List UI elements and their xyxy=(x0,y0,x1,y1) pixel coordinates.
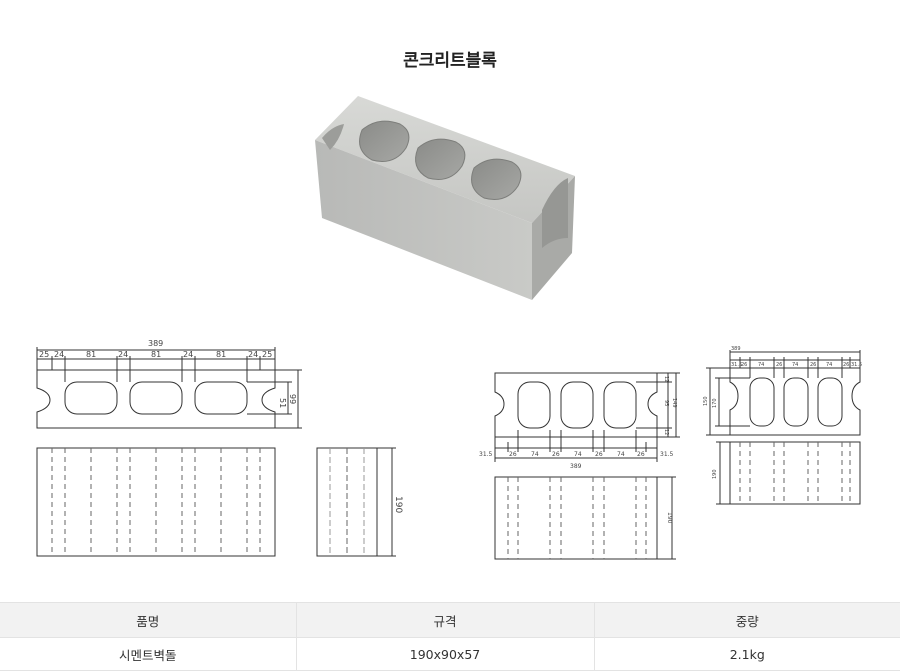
right-small-left-a: 150 xyxy=(703,396,709,406)
right-small-seg-8: 26 xyxy=(843,362,849,368)
right-plan-view xyxy=(706,350,861,436)
middle-plan-view xyxy=(494,372,680,462)
mid-front-height: 190 xyxy=(666,512,673,524)
mid-seg-4: 26 xyxy=(552,451,560,458)
mid-overall: 389 xyxy=(570,463,582,470)
left-seg-5: 81 xyxy=(151,350,161,359)
left-height-dim: 190 xyxy=(393,496,403,513)
mid-seg-9: 31.5 xyxy=(660,451,674,458)
block-left-notch xyxy=(322,124,344,150)
right-small-front-height: 190 xyxy=(712,469,718,479)
mid-right-b: 95 xyxy=(663,400,669,406)
left-seg-4: 24 xyxy=(118,350,128,359)
mid-right-c: 149 xyxy=(671,398,677,408)
spec-table: 품명 규격 중량 시멘트벽돌 190x90x57 2.1kg xyxy=(0,602,900,671)
right-small-overall: 389 xyxy=(731,346,741,352)
mid-right-a: 12 xyxy=(663,376,669,382)
right-small-seg-1: 31.5 xyxy=(731,362,742,368)
block-front-face xyxy=(315,140,532,300)
right-small-seg-4: 26 xyxy=(776,362,782,368)
header-spec: 규격 xyxy=(296,602,595,638)
technical-drawings: 389 25 24 81 24 81 24 81 24 25 51 99 190… xyxy=(36,339,862,560)
right-small-seg-6: 26 xyxy=(810,362,816,368)
mid-seg-6: 26 xyxy=(595,451,603,458)
right-small-seg-9: 31.5 xyxy=(851,362,862,368)
block-end-notch xyxy=(542,178,568,248)
left-front-view xyxy=(36,447,276,557)
table-header-row: 품명 규격 중량 xyxy=(0,602,900,638)
mid-seg-7: 74 xyxy=(617,451,625,458)
page-title: 콘크리트블록 xyxy=(403,51,497,71)
cell-product-name: 시멘트벽돌 xyxy=(0,637,297,671)
header-weight: 중량 xyxy=(594,602,900,638)
middle-front-view xyxy=(494,476,676,560)
left-seg-9: 25 xyxy=(262,350,272,359)
table-row: 시멘트벽돌 190x90x57 2.1kg xyxy=(0,637,900,671)
left-seg-2: 24 xyxy=(54,350,64,359)
left-side-outer-dim: 99 xyxy=(288,394,297,404)
block-hole-2 xyxy=(415,138,466,180)
mid-right-d: 12 xyxy=(663,429,669,435)
right-small-seg-7: 74 xyxy=(826,362,832,368)
mid-seg-1: 31.5 xyxy=(479,451,493,458)
concrete-block-photo xyxy=(315,96,575,300)
left-seg-3: 81 xyxy=(86,350,96,359)
right-front-view xyxy=(716,441,861,505)
left-plan-view xyxy=(36,347,302,429)
cell-spec: 190x90x57 xyxy=(296,637,595,671)
block-hole-1 xyxy=(359,120,410,162)
block-hole-3 xyxy=(471,158,522,200)
left-seg-8: 24 xyxy=(248,350,258,359)
mid-seg-5: 74 xyxy=(574,451,582,458)
header-product-name: 품명 xyxy=(0,602,297,638)
right-small-left-b: 170 xyxy=(712,398,718,408)
right-small-seg-3: 74 xyxy=(758,362,764,368)
left-side-view xyxy=(316,447,396,557)
mid-seg-2: 26 xyxy=(509,451,517,458)
left-seg-6: 24 xyxy=(183,350,193,359)
cell-weight: 2.1kg xyxy=(594,637,900,671)
left-side-inner-dim: 51 xyxy=(278,398,287,408)
right-small-seg-2: 26 xyxy=(741,362,747,368)
mid-seg-8: 26 xyxy=(637,451,645,458)
left-seg-1: 25 xyxy=(39,350,49,359)
right-small-seg-5: 74 xyxy=(792,362,798,368)
left-overall-dim: 389 xyxy=(148,339,163,348)
left-seg-7: 81 xyxy=(216,350,226,359)
mid-seg-3: 74 xyxy=(531,451,539,458)
